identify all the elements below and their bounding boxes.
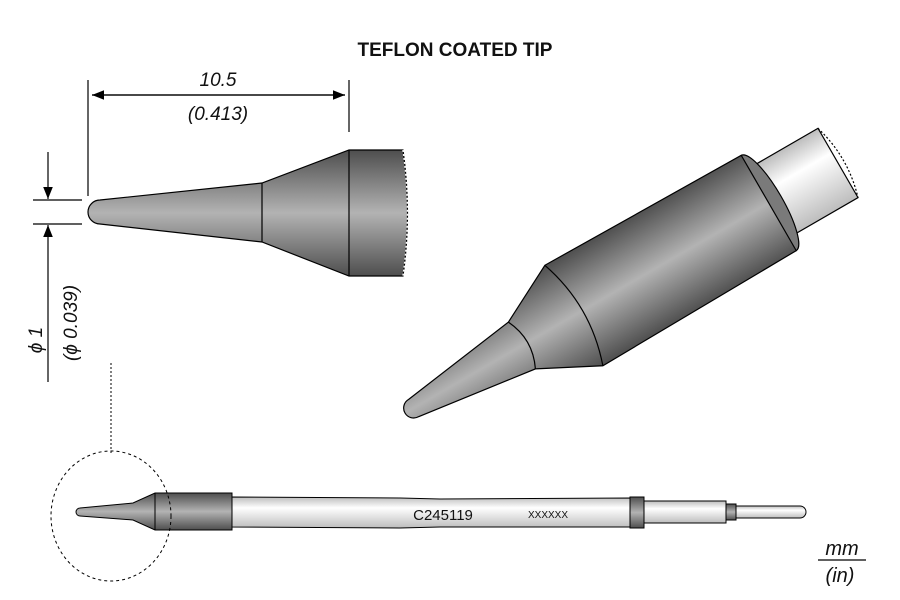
diameter-dimension <box>33 152 82 382</box>
drawing-title: TEFLON COATED TIP <box>358 40 553 61</box>
tip-full-view <box>50 450 807 582</box>
diameter-mm: ϕ 1 <box>26 327 47 353</box>
diameter-in: (ϕ 0.039) <box>61 285 82 361</box>
unit-in: (in) <box>826 565 855 587</box>
unit-mm: mm <box>825 538 858 560</box>
tip-3d-view <box>403 127 859 419</box>
length-dimension <box>87 80 350 196</box>
serial-placeholder: XXXXXX <box>528 510 568 521</box>
length-in: (0.413) <box>188 104 248 125</box>
length-mm: 10.5 <box>200 70 237 91</box>
tip-side-view <box>87 149 409 277</box>
part-number: C245119 <box>413 507 473 524</box>
